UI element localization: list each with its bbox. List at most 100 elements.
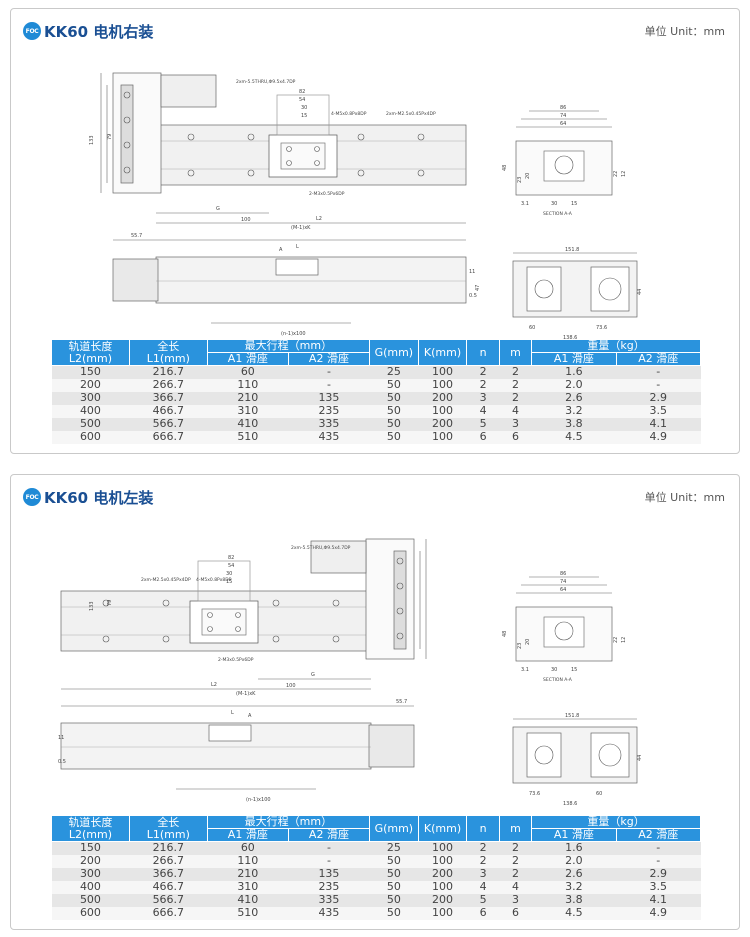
hole-mark (272, 635, 280, 643)
table-cell: 266.7 (129, 854, 208, 868)
table-cell: 135 (288, 867, 370, 881)
table-cell: 210 (207, 867, 289, 881)
table-cell: 666.7 (129, 906, 208, 920)
table-cell: 266.7 (129, 378, 208, 392)
table-cell: 216.7 (129, 365, 208, 379)
dim-label: 30 (551, 201, 557, 207)
table-cell: 4 (499, 404, 532, 418)
dim-label: 48 (502, 165, 508, 171)
table-cell: 566.7 (129, 893, 208, 907)
dim-label: 133 (89, 601, 95, 611)
table-cell: 400 (51, 404, 130, 418)
hole-mark (102, 599, 110, 607)
th-stroke-a1: A1 滑座 (206, 352, 289, 366)
table-cell: 110 (207, 378, 289, 392)
hole-mark (417, 133, 425, 141)
table-cell: 100 (418, 854, 467, 868)
dim-label: L (296, 244, 299, 250)
table-cell: 3.5 (616, 880, 701, 894)
dim-label: 2xm-5.5THRU,Φ9.5x4.7DP (291, 545, 351, 551)
brand-badge-icon: FOC (23, 22, 41, 40)
dim-label: 151.8 (565, 713, 579, 719)
dim-label: 100 (286, 683, 296, 689)
th-stroke-a1: A1 滑座 (206, 828, 289, 842)
dim-label: 73.6 (529, 791, 540, 797)
table-cell: 1.6 (531, 841, 617, 855)
hole-mark (207, 626, 213, 632)
table-cell: 3 (466, 391, 500, 405)
table-cell: 3.8 (531, 417, 617, 431)
table-cell: 100 (418, 365, 467, 379)
end-bore-right (598, 277, 622, 301)
table-cell: 25 (369, 365, 419, 379)
section-bore (554, 621, 574, 641)
unit-label: 单位 Unit：mm (644, 491, 725, 504)
dim-label: L (231, 710, 234, 716)
table-cell: 510 (207, 430, 289, 444)
table-cell: 2 (499, 841, 532, 855)
dim-label: 82 (228, 555, 234, 561)
dim-label: 48 (502, 631, 508, 637)
table-cell: 200 (418, 391, 467, 405)
th-k: K(mm) (417, 815, 468, 842)
table-cell: 466.7 (129, 404, 208, 418)
table-cell: 60 (207, 365, 289, 379)
dim-label: 64 (560, 121, 566, 127)
end-bore-left (534, 279, 554, 299)
table-cell: 435 (288, 430, 370, 444)
end-block-right (590, 266, 630, 312)
table-cell: 2.9 (616, 391, 701, 405)
dim-label: L2 (316, 216, 322, 222)
carriage-inner (280, 142, 326, 170)
dim-label: 12 (621, 171, 627, 177)
table-cell: 200 (418, 867, 467, 881)
table-cell: 50 (369, 906, 419, 920)
hole-mark (357, 169, 365, 177)
dim-label: 100 (241, 217, 251, 223)
end-block-left (526, 732, 562, 778)
table-cell: 2 (499, 867, 532, 881)
end-block-left (526, 266, 562, 312)
table-cell: 6 (499, 430, 532, 444)
unit-label: 单位 Unit：mm (644, 25, 725, 38)
table-cell: 210 (207, 391, 289, 405)
hole-mark (123, 166, 131, 174)
table-cell: 50 (369, 417, 419, 431)
dim-label: 2-M3x0.5Px6DP (218, 657, 254, 663)
dim-label: 86 (560, 105, 566, 111)
table-cell: 300 (51, 391, 130, 405)
side-motor (112, 258, 159, 302)
hole-mark (247, 169, 255, 177)
dim-label: 55.7 (396, 699, 407, 705)
dim-label: 3.1 (521, 201, 529, 207)
dim-label: 138.6 (563, 801, 577, 807)
side-motor (368, 724, 415, 768)
table-cell: 2 (499, 391, 532, 405)
motor-bracket (365, 538, 415, 660)
table-cell: 600 (51, 906, 130, 920)
dim-label: (n-1)x100 (246, 797, 271, 803)
hole-mark (247, 133, 255, 141)
dim-label: 4-M5x0.8Px8DP (196, 577, 232, 583)
dim-label: 54 (299, 97, 305, 103)
dim-label: 0.5 (469, 293, 477, 299)
table-cell: 366.7 (129, 391, 208, 405)
table-cell: 135 (288, 391, 370, 405)
table-cell: 510 (207, 906, 289, 920)
table-cell: 666.7 (129, 430, 208, 444)
table-cell: 2.0 (531, 378, 617, 392)
dim-label: 20 (525, 173, 531, 179)
table-cell: 100 (418, 378, 467, 392)
section-inner (543, 150, 585, 182)
table-cell: 335 (288, 893, 370, 907)
dim-label: 15 (226, 579, 232, 585)
hole-mark (187, 169, 195, 177)
th-stroke-a2: A2 滑座 (287, 828, 371, 842)
